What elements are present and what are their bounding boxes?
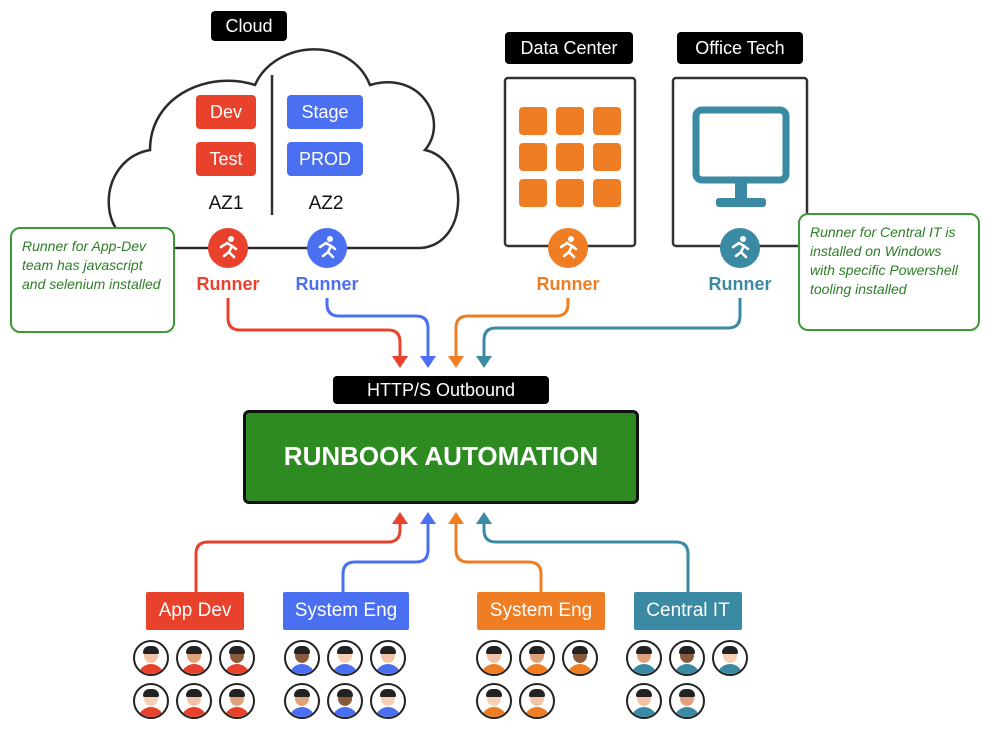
team-member-avatar bbox=[519, 640, 555, 676]
team-member-avatar bbox=[476, 683, 512, 719]
team-system-eng-orange: System Eng bbox=[477, 592, 605, 630]
team-member-avatar bbox=[370, 683, 406, 719]
connector-runner-4 bbox=[482, 298, 742, 358]
team-app-dev: App Dev bbox=[146, 592, 244, 630]
az1-label: AZ1 bbox=[208, 193, 244, 214]
team-member-avatar bbox=[327, 640, 363, 676]
connector-runner-3 bbox=[454, 298, 570, 358]
team-member-avatar bbox=[669, 683, 705, 719]
runner-icon bbox=[720, 228, 760, 268]
connector-team-1 bbox=[194, 522, 402, 596]
env-test: Test bbox=[196, 142, 256, 176]
officetech-label: Office Tech bbox=[677, 32, 803, 64]
env-prod: PROD bbox=[287, 142, 363, 176]
running-person-icon bbox=[559, 236, 578, 259]
running-person-icon bbox=[318, 236, 337, 259]
connector-runner-2 bbox=[325, 298, 430, 358]
runner-label: Runner bbox=[196, 274, 260, 294]
team-member-avatar bbox=[284, 640, 320, 676]
env-dev: Dev bbox=[196, 95, 256, 129]
runner-icon bbox=[548, 228, 588, 268]
team-member-avatar bbox=[176, 683, 212, 719]
team-member-avatar bbox=[327, 683, 363, 719]
team-member-avatar bbox=[219, 683, 255, 719]
team-member-avatar bbox=[284, 683, 320, 719]
team-member-avatar bbox=[219, 640, 255, 676]
appdev-runner-note: Runner for App-Dev team has javascript a… bbox=[10, 227, 175, 333]
monitor-icon bbox=[692, 106, 790, 207]
team-member-avatar bbox=[519, 683, 555, 719]
team-member-avatar bbox=[476, 640, 512, 676]
connector-runner-1 bbox=[226, 298, 402, 358]
datacenter-label: Data Center bbox=[505, 32, 633, 64]
running-person-icon bbox=[219, 236, 238, 259]
team-member-avatar bbox=[370, 640, 406, 676]
runner-label: Runner bbox=[708, 274, 772, 294]
team-member-avatar bbox=[712, 640, 748, 676]
az2-label: AZ2 bbox=[308, 193, 344, 214]
team-member-avatar bbox=[626, 683, 662, 719]
team-member-avatar bbox=[562, 640, 598, 676]
team-member-avatar bbox=[176, 640, 212, 676]
http-outbound-label: HTTP/S Outbound bbox=[333, 376, 549, 404]
team-system-eng-blue: System Eng bbox=[283, 592, 409, 630]
team-member-avatar bbox=[626, 640, 662, 676]
centralit-runner-note: Runner for Central IT is installed on Wi… bbox=[798, 213, 980, 331]
runner-icon bbox=[307, 228, 347, 268]
connector-team-4 bbox=[482, 522, 690, 596]
connector-team-3 bbox=[454, 522, 543, 596]
cloud-shape bbox=[107, 48, 460, 250]
connector-team-2 bbox=[341, 522, 430, 596]
team-member-avatar bbox=[133, 640, 169, 676]
team-central-it: Central IT bbox=[634, 592, 742, 630]
env-stage: Stage bbox=[287, 95, 363, 129]
cloud-label: Cloud bbox=[211, 11, 287, 41]
team-member-avatar bbox=[669, 640, 705, 676]
runner-label: Runner bbox=[536, 274, 600, 294]
running-person-icon bbox=[731, 236, 750, 259]
runner-icon bbox=[208, 228, 248, 268]
runbook-automation-box: RUNBOOK AUTOMATION bbox=[243, 410, 639, 504]
runner-label: Runner bbox=[295, 274, 359, 294]
team-member-avatar bbox=[133, 683, 169, 719]
server-grid-icon bbox=[519, 107, 621, 207]
